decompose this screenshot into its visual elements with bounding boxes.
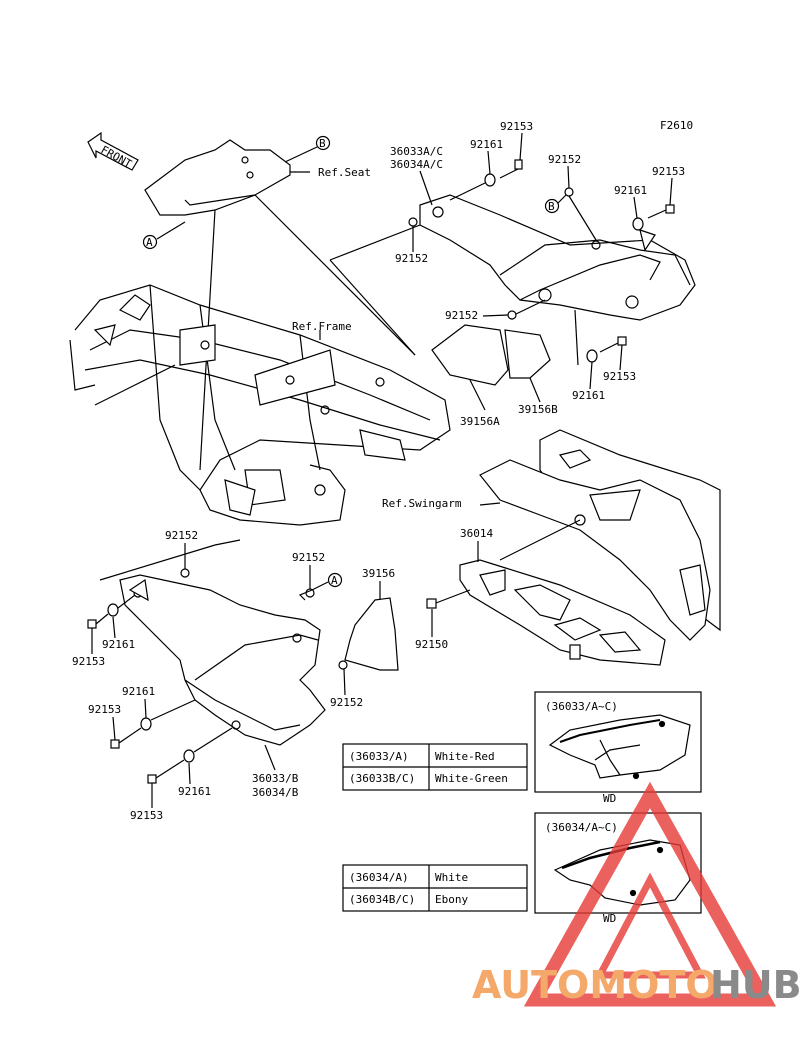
part-92152-mid: 92152	[445, 309, 478, 322]
part-92161-top: 92161	[470, 138, 503, 151]
watermark-triangle-icon	[523, 781, 777, 1007]
figure-code: F2610	[660, 119, 693, 132]
callout-a-left-text: A	[146, 236, 153, 249]
part-92161-low1: 92161	[102, 638, 135, 651]
callout-b-top	[315, 135, 331, 151]
inset-36034-title: (36034/A~C)	[545, 821, 618, 834]
upper-fasteners	[408, 159, 675, 366]
part-92152-low1: 92152	[165, 529, 198, 542]
part-92153-right: 92153	[652, 165, 685, 178]
part-92161-low2: 92161	[122, 685, 155, 698]
watermark-text-1: AUTOMOTO	[472, 963, 718, 1007]
chain-guard	[459, 559, 666, 666]
color-table-36033: (36033/A) White-Red (36033B/C) White-Gre…	[342, 743, 528, 791]
part-92161-mid: 92161	[572, 389, 605, 402]
inset-36033: (36033/A~C) WD	[534, 691, 702, 805]
table-36033-row1-code: (36033/A)	[349, 750, 409, 763]
inset-36034-mark: WD	[603, 912, 616, 925]
table-36034-row1-code: (36034/A)	[349, 871, 409, 884]
heat-shield-pads	[431, 324, 551, 386]
table-36033-row1-color: White-Red	[435, 750, 495, 763]
part-39156a: 39156A	[460, 415, 500, 428]
heat-shield-39156	[344, 597, 399, 671]
color-table-36034: (36034/A) White (36034B/C) Ebony	[342, 864, 528, 912]
part-92153-low2: 92153	[88, 703, 121, 716]
part-92153-low1: 92153	[72, 655, 105, 668]
table-36033-row2-code: (36033B/C)	[349, 772, 415, 785]
part-36034b: 36034/B	[252, 786, 299, 799]
part-92153-mid: 92153	[603, 370, 636, 383]
part-36034ac: 36034A/C	[390, 158, 443, 171]
part-92152-low3: 92152	[330, 696, 363, 709]
side-cover-upper	[419, 194, 696, 321]
ref-swingarm-label: Ref.Swingarm	[382, 497, 462, 510]
part-92153-top: 92153	[500, 120, 533, 133]
part-39156b: 39156B	[518, 403, 558, 416]
frame-drawing: Ref.Frame	[69, 284, 451, 526]
table-36034-row2-code: (36034B/C)	[349, 893, 415, 906]
ref-frame-label: Ref.Frame	[292, 320, 352, 333]
part-39156: 39156	[362, 567, 395, 580]
part-92152-top: 92152	[548, 153, 581, 166]
front-arrow-icon: FRONT	[87, 131, 139, 171]
callout-b-top-text: B	[319, 137, 326, 150]
watermark-text-2: HUB	[710, 963, 800, 1007]
watermark-logo: AUTOMOTO HUB	[472, 781, 800, 1007]
front-label: FRONT	[99, 143, 135, 171]
part-92153-low3: 92153	[130, 809, 163, 822]
callout-a-left	[142, 234, 158, 250]
part-92161-low3: 92161	[178, 785, 211, 798]
inset-36033-mark: WD	[603, 792, 616, 805]
table-36033-row2-color: White-Green	[435, 772, 508, 785]
table-36034-row2-color: Ebony	[435, 893, 468, 906]
part-92161-right: 92161	[614, 184, 647, 197]
inset-36033-title: (36033/A~C)	[545, 700, 618, 713]
callout-b-right-text: B	[548, 200, 555, 213]
swingarm-drawing: Ref.Swingarm	[382, 429, 721, 641]
callout-b-right	[544, 198, 560, 214]
table-36034-row1-color: White	[435, 871, 468, 884]
side-cover-lower	[119, 574, 326, 746]
part-36033b: 36033/B	[252, 772, 299, 785]
part-36014: 36014	[460, 527, 493, 540]
ref-seat-label: Ref.Seat	[318, 166, 371, 179]
callout-a-lower-text: A	[331, 574, 338, 587]
part-92150: 92150	[415, 638, 448, 651]
seat-drawing: Ref.Seat B A	[142, 135, 371, 250]
part-92152-low2: 92152	[292, 551, 325, 564]
part-36033ac: 36033A/C	[390, 145, 443, 158]
callout-a-lower	[327, 572, 343, 588]
part-92152-left: 92152	[395, 252, 428, 265]
